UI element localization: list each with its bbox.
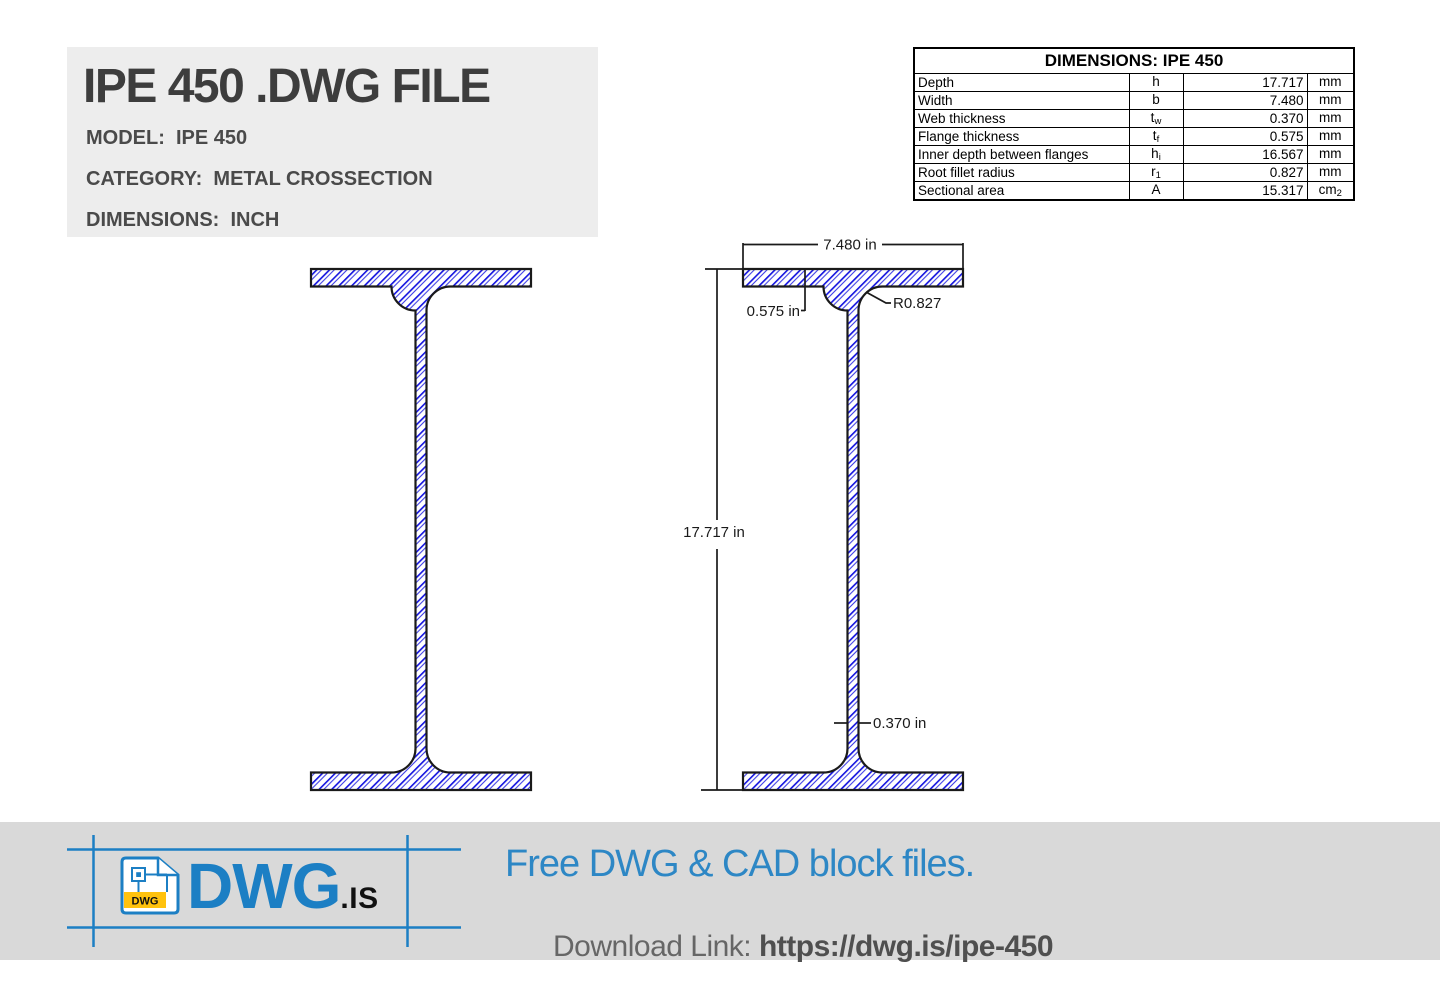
download-url-link[interactable]: https://dwg.is/ipe-450 — [758, 930, 1054, 963]
depth-dimension — [701, 268, 743, 791]
row-unit: mm — [1306, 127, 1355, 146]
model-line: MODEL: IPE 450 — [86, 127, 248, 150]
footer-tagline: Free DWG & CAD block files. — [505, 843, 975, 885]
dimensions-line: DIMENSIONS: INCH — [86, 209, 280, 232]
row-symbol: A — [1128, 181, 1184, 201]
row-unit: mm — [1306, 91, 1355, 110]
row-value: 16.567 — [1182, 145, 1308, 164]
web-thickness-label: 0.370 in — [873, 715, 926, 732]
logo-is-text: .IS — [340, 882, 379, 915]
row-value: 0.827 — [1182, 163, 1308, 182]
row-unit: mm — [1306, 109, 1355, 128]
row-label: Root fillet radius — [913, 163, 1130, 182]
row-label: Sectional area — [913, 181, 1130, 201]
row-unit: cm2 — [1306, 181, 1355, 201]
page-title: IPE 450 .DWG FILE — [83, 60, 491, 113]
table-row: Width b 7.480 mm — [913, 91, 1355, 110]
row-label: Web thickness — [913, 109, 1130, 128]
table-row: Depth h 17.717 mm — [913, 73, 1355, 92]
table-row: Sectional area A 15.317 cm2 — [913, 181, 1355, 201]
logo-dwg-text: DWG — [187, 850, 341, 922]
ipe-beam-section-plain — [309, 267, 533, 792]
footer-graphics: DWG — [67, 835, 461, 947]
ipe-beam-section-dimensioned — [741, 267, 965, 792]
beam-drawing: 7.480 in 17.717 in 0.575 in R0.827 0.370… — [309, 237, 965, 792]
download-line: Download Link: https://dwg.is/ipe-450 — [506, 896, 1054, 998]
depth-dimension-label: 17.717 in — [683, 524, 745, 541]
dimensions-table: DIMENSIONS: IPE 450 Depth h 17.717 mm Wi… — [913, 47, 1355, 201]
row-symbol: tw — [1128, 109, 1184, 128]
width-dimension — [742, 243, 964, 269]
row-unit: mm — [1306, 163, 1355, 182]
flange-thickness-dimension — [801, 269, 806, 312]
crop-mark-lines — [67, 835, 461, 947]
dwg-file-icon[interactable]: DWG — [120, 856, 180, 915]
dwg-badge-label: DWG — [132, 896, 159, 908]
table-row: Root fillet radius r1 0.827 mm — [913, 163, 1355, 182]
table-row: Web thickness tw 0.370 mm — [913, 109, 1355, 128]
flange-thickness-label: 0.575 in — [747, 303, 800, 320]
width-dimension-label: 7.480 in — [823, 237, 876, 254]
title-box: IPE 450 .DWG FILE MODEL: IPE 450 CATEGOR… — [67, 47, 598, 237]
row-label: Width — [913, 91, 1130, 110]
page-canvas: IPE 450 .DWG FILE MODEL: IPE 450 CATEGOR… — [0, 47, 1440, 963]
root-radius-leader — [865, 291, 891, 304]
site-logo[interactable]: DWG.IS — [187, 854, 379, 918]
category-line: CATEGORY: METAL CROSSECTION — [86, 168, 433, 191]
download-label: Download Link: — [553, 930, 759, 963]
root-radius-label: R0.827 — [893, 295, 941, 312]
footer: DWG DWG.IS Free DWG & CAD block files. D… — [0, 822, 1440, 963]
